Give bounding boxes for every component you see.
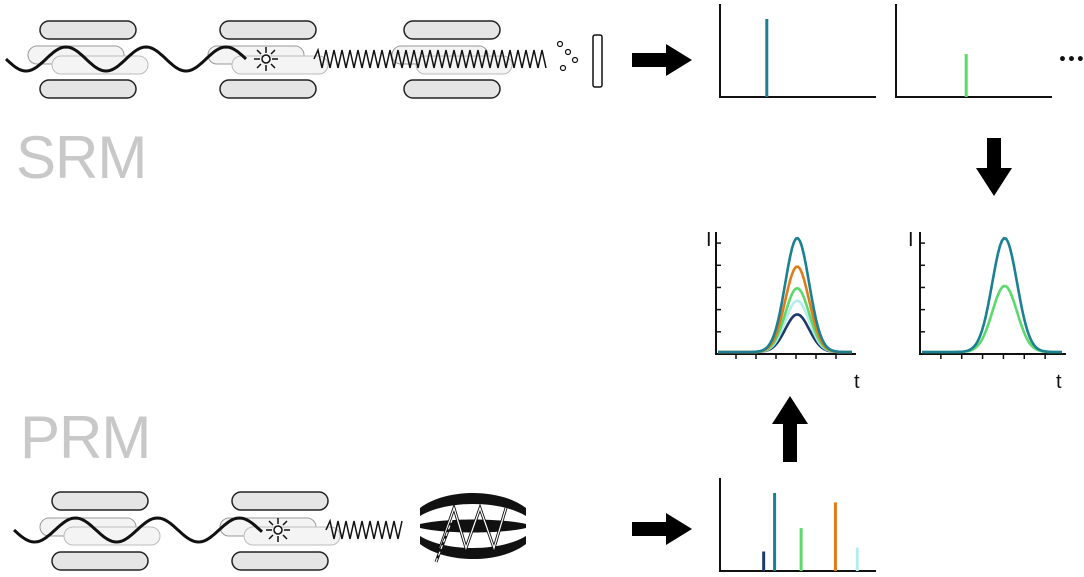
prm-chromatogram-ticks bbox=[716, 242, 837, 359]
srm-chromatogram-ticks bbox=[920, 242, 1046, 359]
srm-transition-spectrum-2 bbox=[895, 4, 1052, 98]
srm-transition-spectrum-1 bbox=[719, 4, 876, 98]
prm-fragment-spectrum bbox=[719, 478, 876, 572]
chromatogram-curve bbox=[718, 299, 852, 354]
prm-fragmentation-burst-icon bbox=[266, 518, 290, 542]
arrow-srm-spectra-to-chromatogram bbox=[976, 138, 1012, 196]
prm-y-axis-label: I bbox=[706, 229, 712, 251]
prm-collision-cell bbox=[219, 491, 341, 571]
prm-fragment-wave bbox=[325, 518, 403, 540]
chromatogram-curve bbox=[718, 236, 852, 354]
srm-collision-cell bbox=[207, 20, 329, 99]
srm-x-axis-label: t bbox=[1056, 371, 1062, 393]
srm-instrument bbox=[4, 20, 603, 99]
prm-chromatogram-curves bbox=[718, 236, 852, 354]
prm-instrument bbox=[12, 491, 526, 571]
prm-ion-wave bbox=[12, 516, 264, 544]
prm-x-axis-label: t bbox=[854, 371, 860, 393]
arrow-prm-spectrum-to-chromatogram bbox=[772, 396, 808, 462]
prm-fragment-bars bbox=[762, 493, 859, 571]
prm-label: PRM bbox=[20, 404, 151, 471]
arrow-srm-to-spectra bbox=[632, 44, 692, 76]
srm-fragment-wave bbox=[313, 47, 547, 69]
chromatogram-curve bbox=[922, 236, 1062, 354]
srm-fragmentation-burst-icon bbox=[254, 47, 278, 71]
more-transitions-ellipsis: ••• bbox=[1058, 52, 1084, 68]
srm-chromatogram-curves bbox=[922, 236, 1062, 354]
srm-chromatogram: I t bbox=[908, 229, 1066, 393]
srm-scattered-ions-icon bbox=[556, 40, 579, 72]
srm-label: SRM bbox=[16, 124, 147, 191]
srm-ion-wave bbox=[4, 45, 248, 73]
srm-y-axis-label: I bbox=[908, 229, 914, 251]
orbitrap-analyzer-icon bbox=[420, 493, 526, 563]
prm-chromatogram: I t bbox=[706, 229, 860, 393]
srm-detector bbox=[592, 34, 603, 88]
chromatogram-curve bbox=[922, 284, 1062, 354]
arrow-prm-to-spectrum bbox=[632, 513, 692, 545]
prm-quadrupole-1 bbox=[39, 491, 161, 571]
